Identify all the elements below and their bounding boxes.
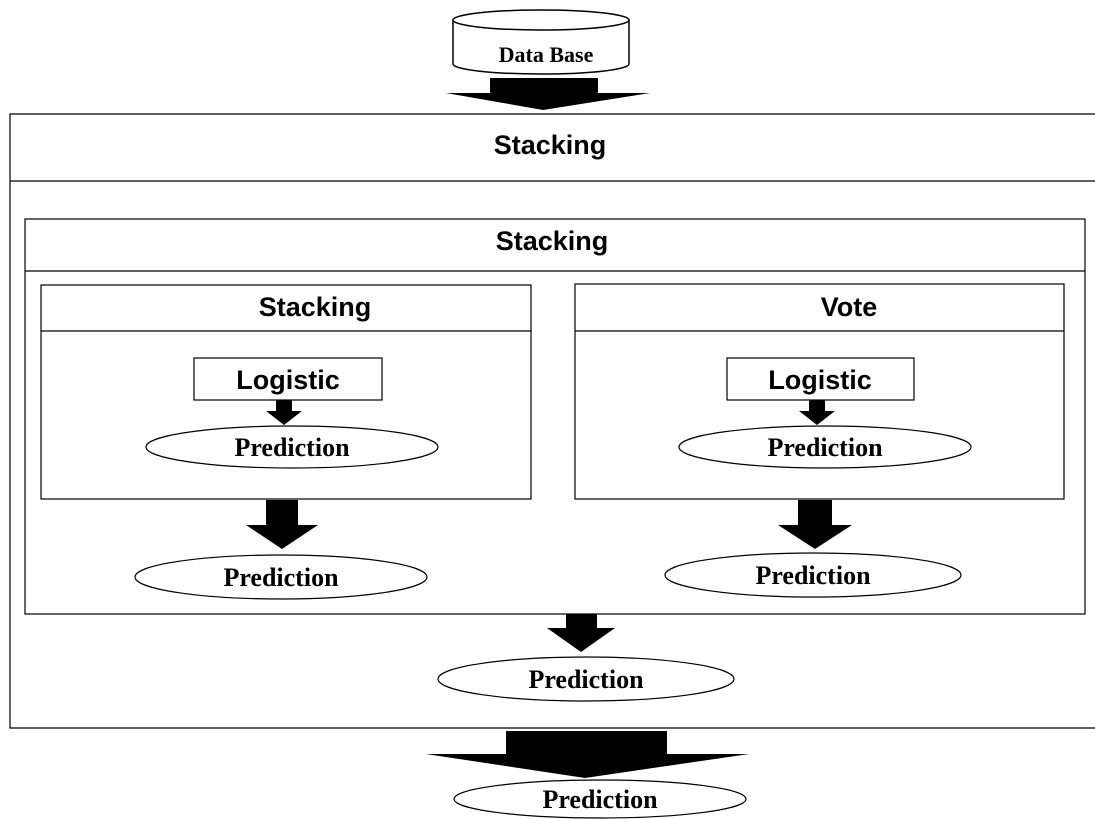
- inner-stacking-box: Stacking: [24, 218, 1086, 615]
- right-inner-prediction-label: Prediction: [767, 433, 883, 462]
- left-output-prediction-label: Prediction: [223, 563, 339, 592]
- outer-stacking-title: Stacking: [494, 130, 607, 160]
- arrow-right-logistic-to-prediction: [799, 400, 835, 425]
- outer-stacking-border: [9, 113, 1095, 729]
- final-prediction-label: Prediction: [542, 785, 658, 814]
- inner-stacking-title: Stacking: [496, 226, 609, 256]
- outer-stacking-box: Stacking: [9, 113, 1095, 729]
- left-output-prediction-ellipse: [134, 554, 428, 600]
- inner-stacking-border: [24, 218, 1086, 615]
- inner-output-prediction-label: Prediction: [528, 665, 644, 694]
- left-stacking-box: Stacking Logistic Prediction: [40, 284, 532, 500]
- left-stacking-border: [40, 284, 532, 500]
- inner-output-prediction-ellipse: [437, 656, 735, 702]
- database-cylinder-body: [452, 20, 630, 75]
- left-logistic-label: Logistic: [236, 365, 340, 395]
- right-output-prediction-ellipse: [664, 552, 962, 598]
- left-inner-prediction-label: Prediction: [234, 433, 350, 462]
- left-stacking-title: Stacking: [259, 292, 372, 322]
- arrow-inner-to-prediction: [547, 614, 615, 652]
- right-logistic-label: Logistic: [768, 365, 872, 395]
- left-inner-prediction-ellipse: [145, 425, 439, 469]
- right-vote-box: Vote Logistic Prediction: [574, 283, 1065, 500]
- database-label: Data Base: [499, 42, 594, 67]
- right-logistic-box: [726, 357, 915, 401]
- arrow-outer-to-final: [426, 731, 749, 778]
- right-vote-title: Vote: [821, 292, 878, 322]
- right-vote-border: [574, 283, 1065, 500]
- database-node: Data Base: [452, 9, 630, 75]
- right-inner-prediction-ellipse: [678, 425, 972, 469]
- database-cylinder-top: [452, 9, 630, 31]
- final-prediction-ellipse: [453, 779, 747, 819]
- arrow-left-box-to-prediction: [246, 500, 318, 549]
- arrow-right-box-to-prediction: [778, 500, 852, 549]
- arrow-left-logistic-to-prediction: [266, 400, 302, 425]
- right-output-prediction-label: Prediction: [755, 561, 871, 590]
- arrow-database-to-outer: [446, 78, 650, 110]
